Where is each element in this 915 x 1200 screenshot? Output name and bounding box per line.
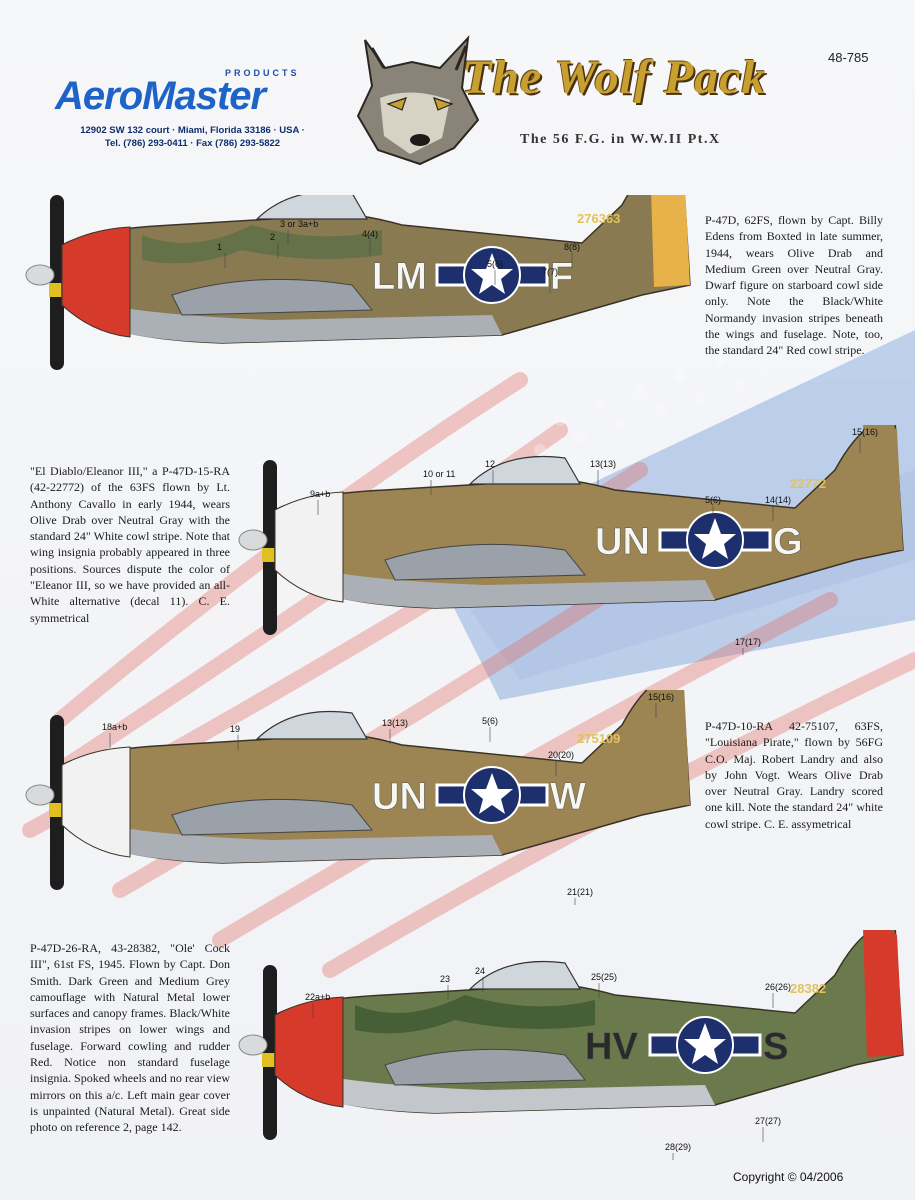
rudder [650, 676, 690, 807]
cowl [61, 746, 131, 858]
decal-callout: 5(6) [705, 495, 721, 505]
canopy [255, 710, 369, 740]
star-icon [684, 1023, 726, 1064]
decal-callout: 3 or 3a+b [280, 219, 318, 229]
decal-callout: 28(29) [665, 1142, 691, 1152]
tail-serial: 28382 [790, 981, 826, 996]
star-icon [694, 518, 736, 559]
squadron-code: LM [372, 256, 427, 298]
copyright-notice: Copyright © 04/2006 [733, 1170, 844, 1184]
squadron-code: UN [595, 521, 650, 563]
decal-callout: 1 [217, 242, 222, 252]
decal-callout: 26(26) [765, 982, 791, 992]
decal-callout: 9a+b [310, 489, 330, 499]
decal-callout: 18a+b [102, 722, 127, 732]
squadron-code: HV [585, 1026, 638, 1068]
cowl [274, 996, 344, 1108]
camouflage-pattern [355, 995, 595, 1034]
wing [384, 1048, 587, 1086]
aircraft-letter: W [550, 776, 586, 818]
camouflage-pattern [142, 745, 382, 784]
propeller [25, 195, 65, 370]
aircraft-profile-2: UN G 22772 9a+b 10 or 11 12 13(13) 5(6) 14(14) 15… [235, 418, 915, 663]
company-address: 12902 SW 132 court · Miami, Florida 3318… [60, 124, 325, 150]
tail-serial: 275109 [577, 731, 620, 746]
page-title: The Wolf Pack [462, 51, 767, 104]
decal-callout: 5(6) [482, 716, 498, 726]
decal-callout: 19 [230, 724, 240, 734]
decal-callout: 13(13) [382, 718, 408, 728]
decal-callout: 14(14) [765, 495, 791, 505]
cowl [61, 226, 131, 338]
aircraft-letter: S [763, 1026, 788, 1068]
lower-surface [280, 565, 715, 608]
page-subtitle: The 56 F.G. in W.W.II Pt.X [520, 132, 721, 147]
propeller [238, 965, 278, 1140]
aircraft-4-description: P-47D-26-RA, 43-28382, "Ole' Cock III", … [30, 941, 230, 1135]
decal-callout: 4(4) [362, 229, 378, 239]
decal-callout: 13(13) [590, 459, 616, 469]
brand-products-label: PRODUCTS [225, 68, 300, 78]
wing [171, 278, 374, 316]
aircraft-1-drawing: LM F 276363 1 2 3 or 3a+b 4(4) 5(6) 7(7) 8(8) [25, 153, 691, 370]
star-icon [471, 253, 513, 294]
tail-serial: 276363 [577, 211, 620, 226]
star-icon [471, 773, 513, 814]
decal-callout: 7(7) [542, 267, 558, 277]
aircraft-2-description: "El Diablo/Eleanor III," a P-47D-15-RA (… [30, 464, 230, 625]
tail-serial: 22772 [790, 476, 826, 491]
decal-callout: 20(20) [548, 750, 574, 760]
camouflage-pattern [142, 225, 382, 264]
aircraft-2-drawing: UN G 22772 9a+b 10 or 11 12 13(13) 5(6) 14(14) 15… [238, 418, 904, 663]
cowl [274, 491, 344, 603]
aircraft-profile-1: LM F 276363 1 2 3 or 3a+b 4(4) 5(6) 7(7) 8(8) [22, 153, 702, 385]
canopy [255, 190, 369, 220]
wolf-head-illustration [356, 35, 480, 166]
decal-callout: 24 [475, 966, 485, 976]
aircraft-letter: F [550, 256, 573, 298]
decal-callout: 5(6) [487, 259, 503, 269]
lower-surface [280, 1070, 715, 1113]
wing [171, 798, 374, 836]
decal-callout: 17(17) [735, 637, 761, 647]
decal-callout: 12 [485, 459, 495, 469]
lower-surface [67, 300, 502, 343]
product-code: 48-785 [828, 50, 869, 65]
decal-callout: 21(21) [567, 887, 593, 897]
decal-callout: 15(16) [852, 427, 878, 437]
aircraft-1-description: P-47D, 62FS, flown by Capt. Billy Edens … [705, 213, 883, 358]
rudder [650, 156, 690, 287]
decal-callout: 10 or 11 [423, 469, 455, 479]
brand-name: AeroMaster [55, 74, 266, 118]
aircraft-3-description: P-47D-10-RA 42-75107, 63FS, "Louisiana P… [705, 719, 883, 831]
decal-callout: 8(8) [564, 242, 580, 252]
decal-callout: 27(27) [755, 1116, 781, 1126]
aircraft-profile-3: UN W 275109 18a+b 19 13(13) 5(6) 15(16) 20(20) 21… [22, 673, 702, 913]
aircraft-profile-4: HV S 28382 22a+b 23 24 25(25) 26(26) 27(27) 28(29… [235, 923, 915, 1168]
address-line: 12902 SW 132 court · Miami, Florida 3318… [80, 125, 305, 136]
decal-callout: 15(16) [648, 692, 674, 702]
aircraft-3-drawing: UN W 275109 18a+b 19 13(13) 5(6) 15(16) 20(20) 21… [25, 673, 691, 913]
rudder [863, 421, 903, 552]
rudder [863, 926, 903, 1057]
wing [384, 543, 587, 581]
decal-callout: 25(25) [591, 972, 617, 982]
phone-line: Tel. (786) 293-0411 · Fax (786) 293-5822 [104, 138, 281, 149]
lower-surface [67, 820, 502, 863]
canopy [468, 960, 582, 990]
decal-callout: 2 [270, 232, 275, 242]
squadron-code: UN [372, 776, 427, 818]
decal-callout: 23 [440, 974, 450, 984]
aircraft-letter: G [773, 521, 803, 563]
decal-callout: 22a+b [305, 992, 330, 1002]
propeller [238, 460, 278, 635]
camouflage-pattern [355, 490, 595, 529]
canopy [468, 455, 582, 485]
aircraft-4-drawing: HV S 28382 22a+b 23 24 25(25) 26(26) 27(27) 28(29… [238, 923, 904, 1168]
propeller [25, 715, 65, 890]
